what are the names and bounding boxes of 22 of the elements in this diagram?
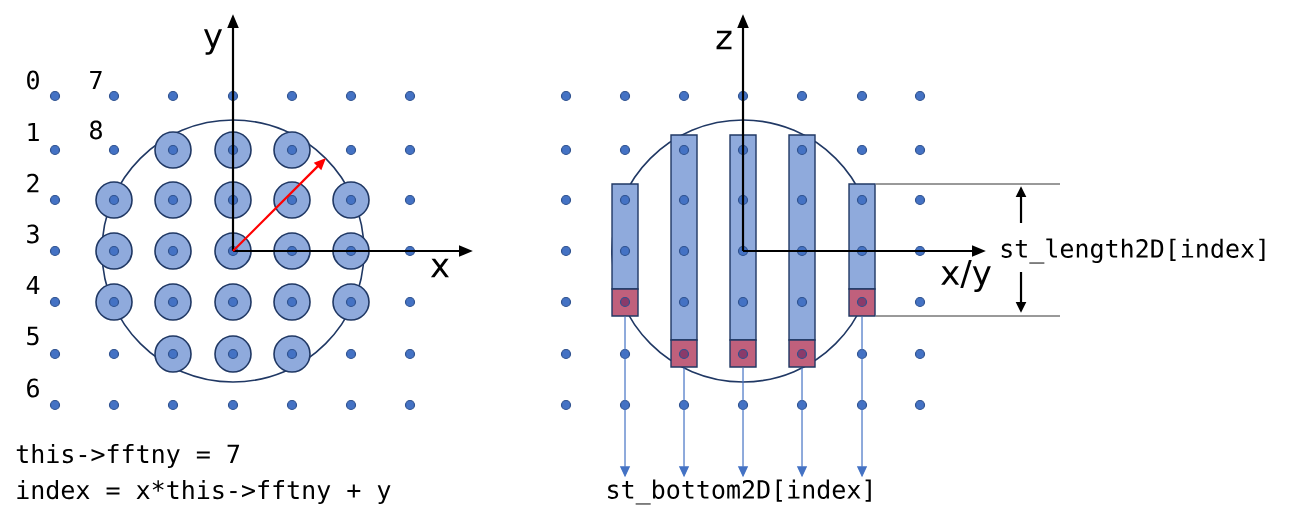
row-number: 4 [26,275,40,295]
code-text: this->fftny = 7 [16,443,240,469]
row-number: 1 [28,122,39,142]
bottom-cell [611,288,639,317]
axis-label: y [203,29,223,55]
row-number: 6 [27,378,39,398]
bottom-cell [729,339,757,368]
bottom-cell [788,339,816,368]
axis-label: z [716,30,732,50]
row-number: 7 [90,70,102,90]
row-number: 8 [90,120,102,140]
row-number: 2 [27,173,39,193]
row-number: 3 [27,224,39,244]
axis-label: x/y [941,260,991,292]
array-label: st_length2D[index] [1001,238,1265,264]
code-text: index = x*this->fftny + y [17,479,391,505]
array-label: st_bottom2D[index] [608,479,871,505]
bottom-cell [848,288,876,317]
row-number: 5 [27,326,39,346]
axis-label: x [430,258,449,278]
bottom-cell [670,339,698,368]
row-number: 0 [27,70,39,90]
